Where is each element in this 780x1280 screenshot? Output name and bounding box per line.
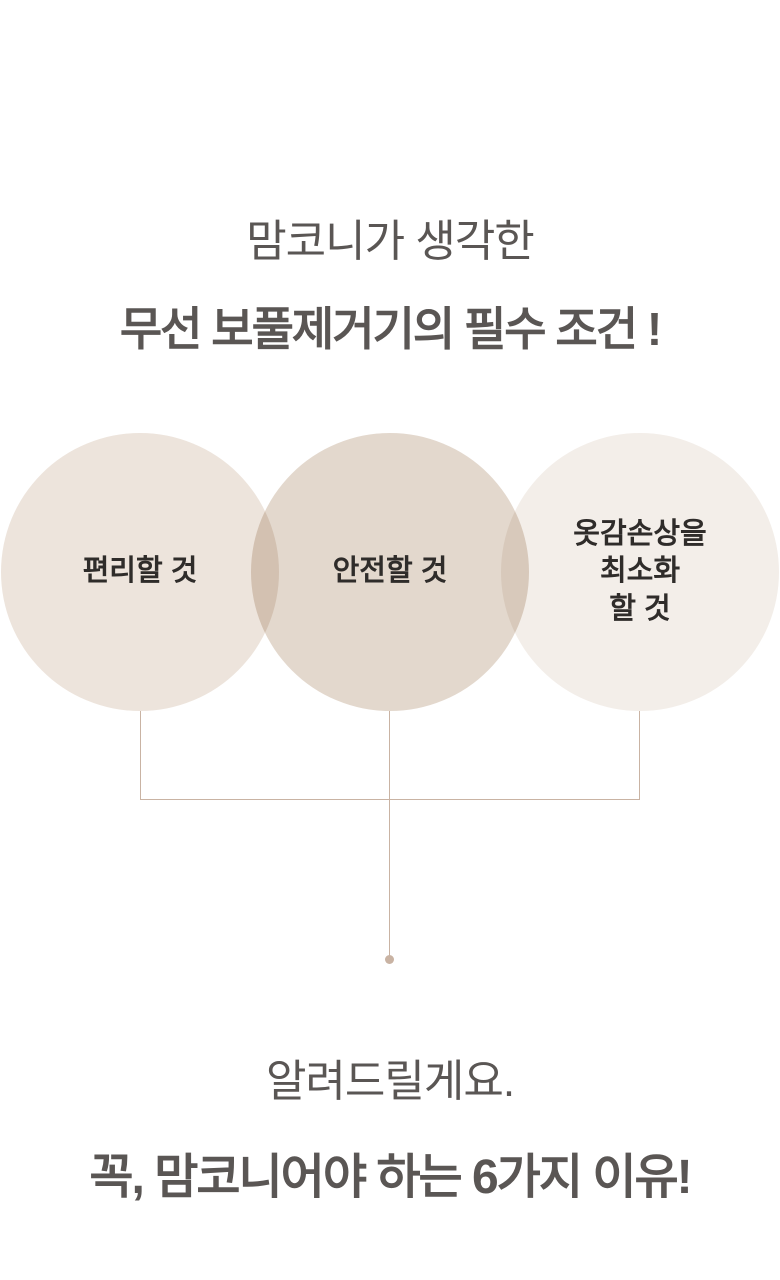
circle-label: 안전할 것 xyxy=(332,555,448,588)
connector-horizontal xyxy=(140,799,640,800)
connector-left xyxy=(140,711,141,800)
condition-circle-safe: 안전할 것 xyxy=(251,433,529,711)
conclusion-line2: 꼭, 맘코니어야 하는 6가지 이유! xyxy=(89,1151,692,1204)
connector-dot xyxy=(385,955,394,964)
circle-label: 편리할 것 xyxy=(82,555,198,588)
circle-label: 할 것 xyxy=(609,592,671,625)
heading-line1: 맘코니가 생각한 xyxy=(246,217,535,266)
connector-right xyxy=(639,711,640,800)
circle-label: 옷감손상을 xyxy=(573,518,707,551)
connector-center xyxy=(389,711,390,959)
condition-circle-fabric: 옷감손상을 최소화 할 것 xyxy=(501,433,779,711)
heading-line2: 무선 보풀제거기의 필수 조건 ! xyxy=(119,303,662,355)
circle-label: 최소화 xyxy=(599,555,681,588)
conclusion-line1: 알려드릴게요. xyxy=(265,1057,515,1106)
condition-circle-convenient: 편리할 것 xyxy=(1,433,279,711)
